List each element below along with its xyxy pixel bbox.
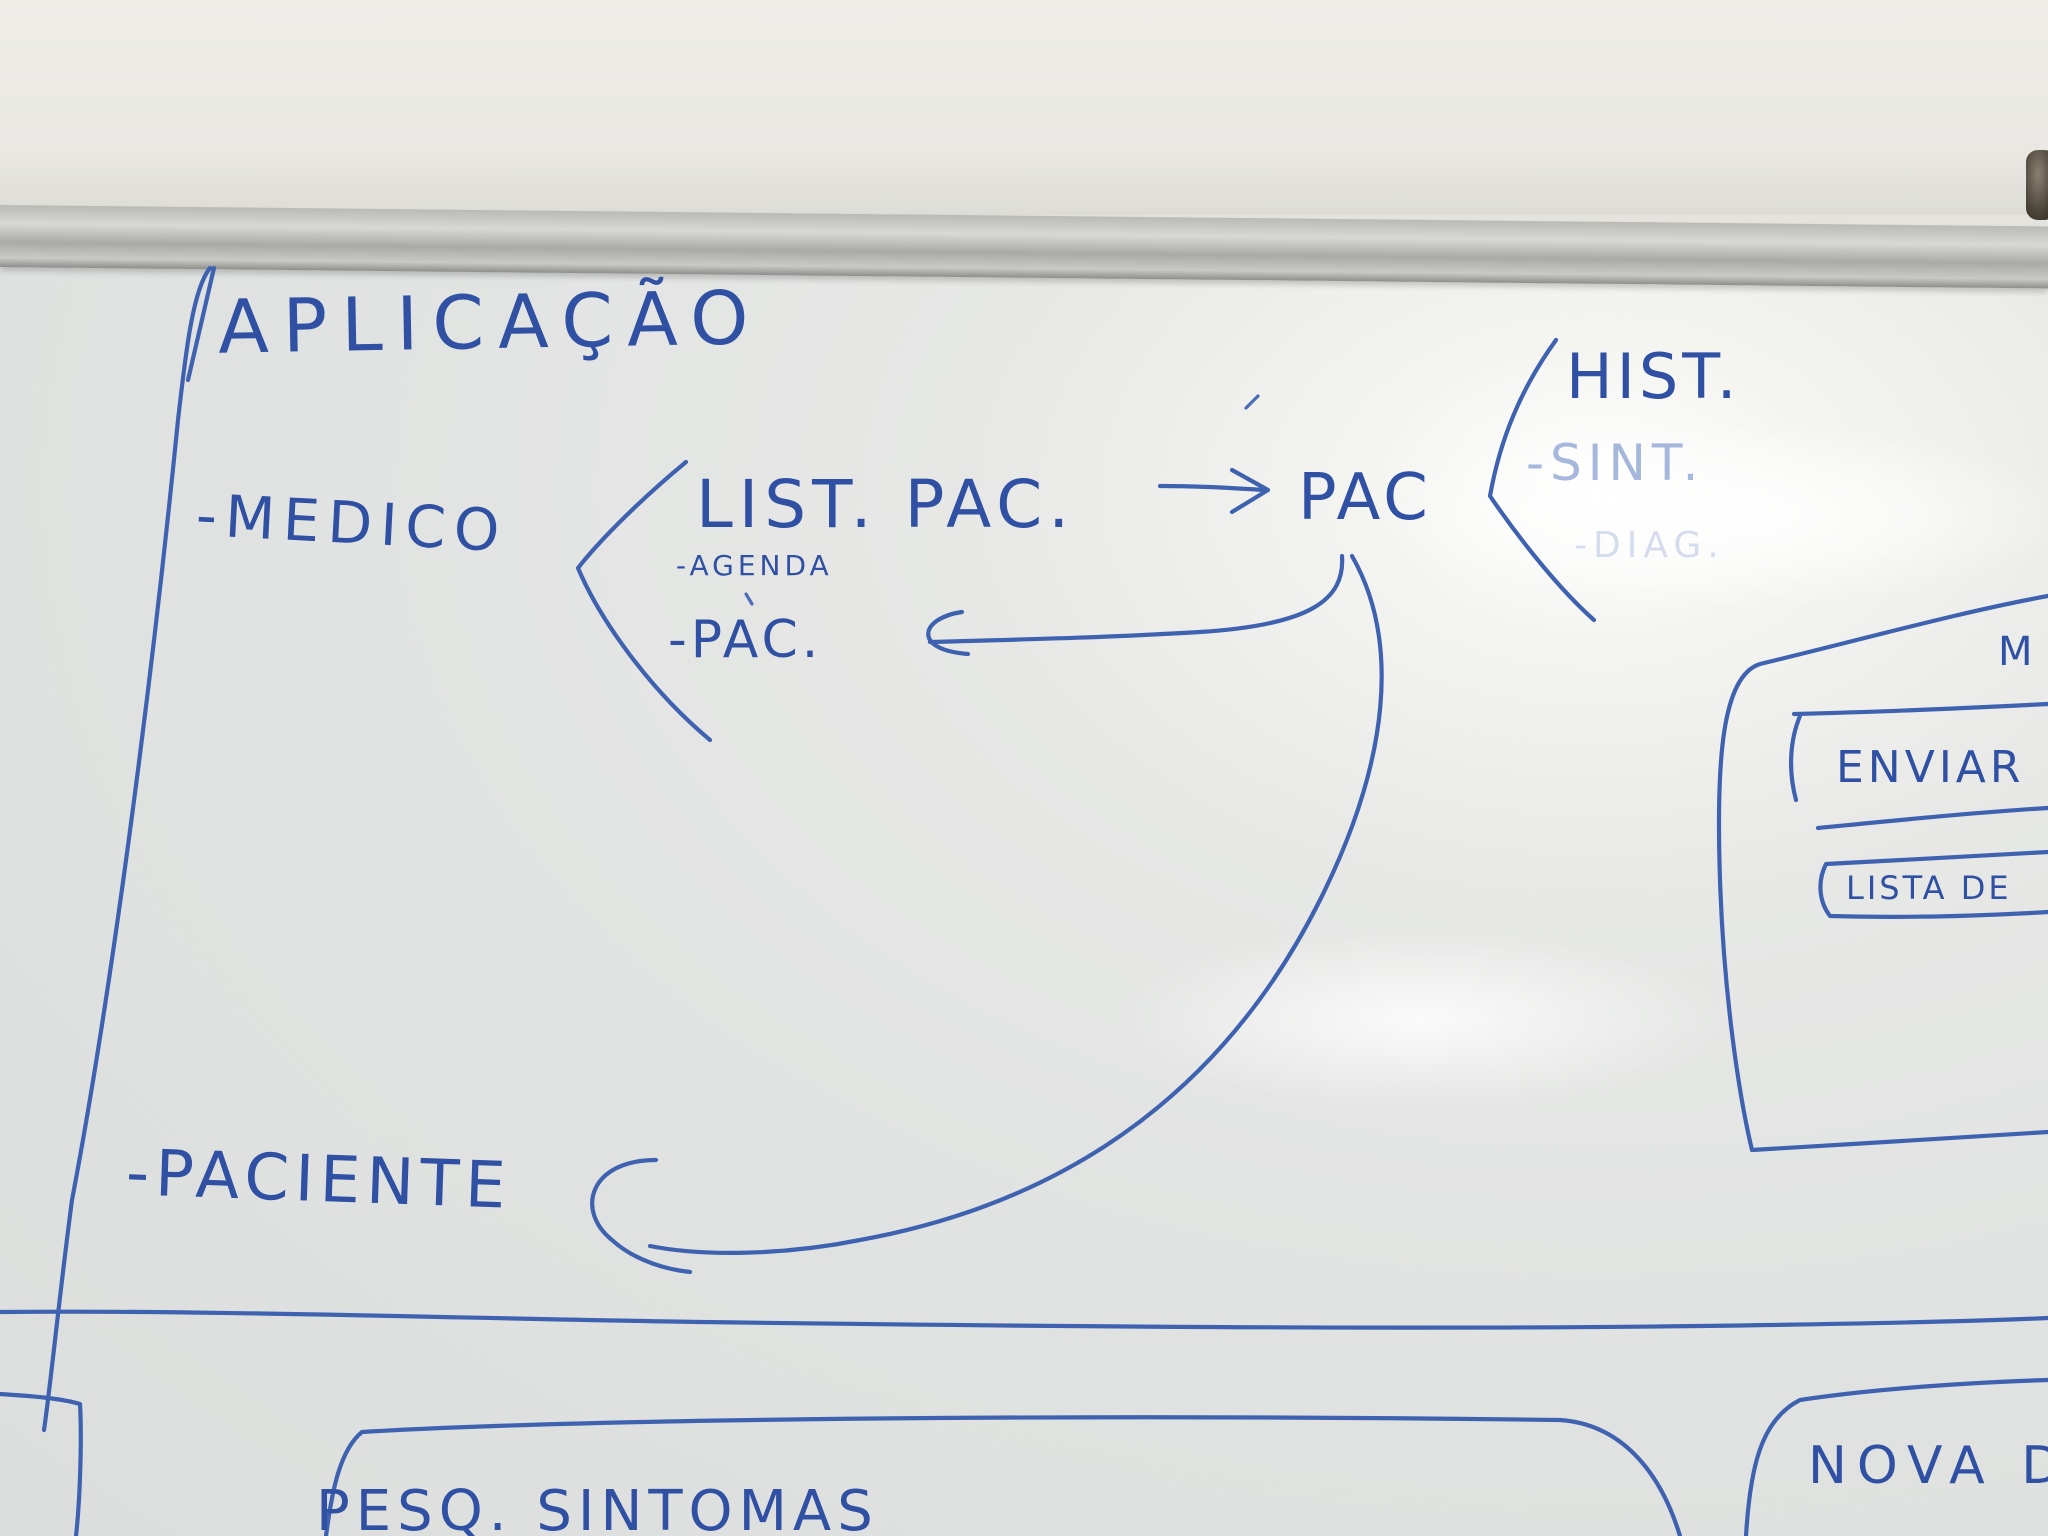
- section-separator: [0, 1309, 2048, 1330]
- accent-mark-2: [744, 592, 754, 606]
- mockup-send-box: [1788, 701, 2048, 803]
- list-pac-label: LIST. PAC.: [696, 466, 1076, 543]
- pac-return-head: [926, 609, 971, 657]
- paciente-arrow-head: [590, 1157, 693, 1275]
- mockup-list-label: LISTA DE: [1846, 869, 2012, 907]
- pac-to-paciente-curve: [647, 553, 1384, 1255]
- pac-sub-label: -PAC.: [668, 610, 823, 670]
- role-paciente: -PACIENTE: [124, 1136, 513, 1224]
- arrow-to-pac-head: [1229, 467, 1271, 515]
- mockup-list-box: [1818, 849, 2048, 919]
- arrow-to-pac: [1157, 483, 1268, 493]
- magnet: [2026, 150, 2048, 220]
- medico-brace: [575, 459, 713, 743]
- mockup-heading: M: [1998, 629, 2039, 675]
- app-frame-top-tick: [185, 265, 217, 383]
- pac-return-curve: [927, 553, 1345, 645]
- sint-label: -SINT.: [1526, 434, 1705, 492]
- pac-target-label: PAC: [1298, 461, 1432, 535]
- bottom-middle-box: [323, 1415, 1683, 1536]
- hist-label: HIST.: [1566, 340, 1741, 413]
- bottom-left-box: [0, 1391, 83, 1536]
- wall: [0, 0, 2048, 215]
- pesq-sintomas-label: PESQ. SINTOMAS: [316, 1479, 879, 1536]
- mockup-panel-outline: [1716, 593, 2048, 1153]
- mockup-divider: [1815, 805, 2048, 831]
- bottom-right-box: [1743, 1377, 2048, 1536]
- app-title: APLICAÇÃO: [217, 275, 764, 371]
- agenda-label: -AGENDA: [676, 549, 833, 582]
- pac-brace: [1487, 337, 1597, 623]
- mockup-send-label: ENVIAR: [1836, 742, 2025, 793]
- diag-label: -DIAG.: [1574, 525, 1725, 566]
- app-frame-left-line: [41, 265, 213, 1433]
- accent-mark: [1244, 394, 1260, 410]
- role-medico: -MEDICO: [194, 480, 510, 566]
- nova-label: NOVA D: [1808, 1436, 2048, 1496]
